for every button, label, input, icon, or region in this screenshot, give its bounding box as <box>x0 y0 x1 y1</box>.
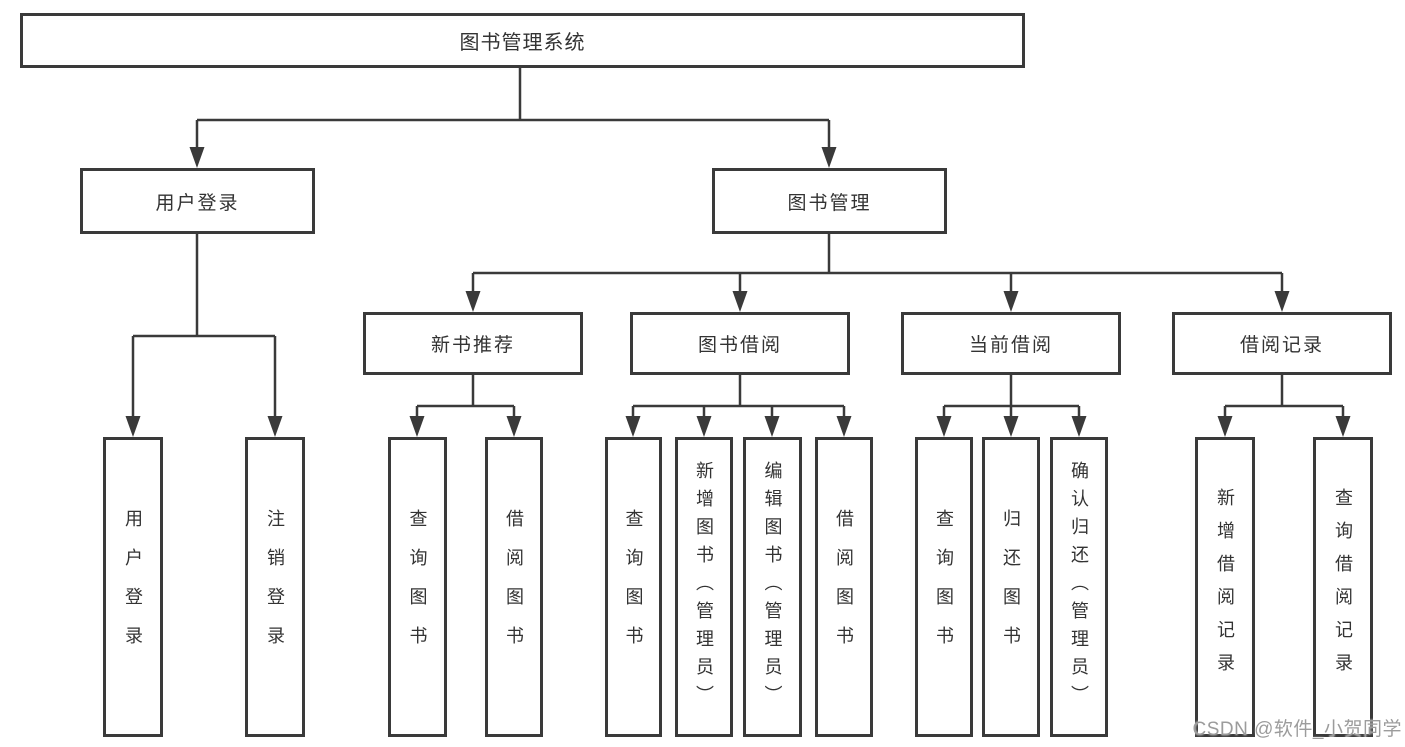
node-new-book-recommendation: 新书推荐 <box>363 312 583 375</box>
connector-lines <box>131 68 1345 419</box>
arrow-into-leaf-borrow-books-1 <box>506 416 522 437</box>
arrow-into-book-borrow <box>732 291 748 312</box>
leaf-user-login: 用户登录 <box>103 437 163 737</box>
node-borrowing-records: 借阅记录 <box>1172 312 1392 375</box>
arrow-into-leaf-borrow-books-2 <box>836 416 852 437</box>
node-label: 图书借阅 <box>697 335 782 356</box>
leaf-add-books-admin: 新增图书（管理员） <box>675 437 733 737</box>
node-label: 查询借阅记录 <box>1333 488 1353 686</box>
node-label: 借阅图书 <box>504 509 524 665</box>
connector-newbooks-to-leaves <box>415 375 516 419</box>
connector-bookmgmt-to-level3 <box>471 234 1284 293</box>
arrow-into-book-management <box>821 147 837 168</box>
leaf-borrow-books-borrowing: 借阅图书 <box>815 437 873 737</box>
connector-bookborrow-to-leaves <box>631 375 846 419</box>
node-user-login: 用户登录 <box>80 168 315 234</box>
node-label: 图书管理系统 <box>459 32 586 54</box>
arrow-into-leaf-confirm-return <box>1071 416 1087 437</box>
arrow-into-leaf-user-login <box>125 416 141 437</box>
node-label: 查询图书 <box>934 509 954 665</box>
node-label: 借阅图书 <box>834 509 854 665</box>
node-label: 图书管理 <box>787 192 872 214</box>
leaf-query-books-current: 查询图书 <box>915 437 973 737</box>
node-label: 确认归还（管理员） <box>1069 461 1089 713</box>
connector-records-to-leaves <box>1223 375 1345 419</box>
node-current-borrowing: 当前借阅 <box>901 312 1121 375</box>
arrow-into-leaf-return-books <box>1003 416 1019 437</box>
node-label: 用户登录 <box>155 192 240 214</box>
node-label: 用户登录 <box>123 509 143 665</box>
arrow-into-user-login <box>189 147 205 168</box>
arrow-into-leaf-add-record <box>1217 416 1233 437</box>
node-label: 借阅记录 <box>1239 335 1324 356</box>
connector-userlogin-to-leaves <box>131 234 277 419</box>
node-label: 查询图书 <box>407 509 428 665</box>
node-label: 新增图书（管理员） <box>694 461 714 713</box>
leaf-query-books-borrowing: 查询图书 <box>605 437 662 737</box>
node-book-borrowing: 图书借阅 <box>630 312 850 375</box>
arrow-into-leaf-add-books <box>696 416 712 437</box>
arrow-into-new-books <box>465 291 481 312</box>
leaf-add-borrow-record: 新增借阅记录 <box>1195 437 1255 737</box>
arrow-into-leaf-query-books-3 <box>936 416 952 437</box>
node-label: 编辑图书（管理员） <box>762 461 783 713</box>
arrowheads <box>125 147 1351 437</box>
node-label: 归还图书 <box>1001 509 1021 665</box>
leaf-edit-books-admin: 编辑图书（管理员） <box>743 437 802 737</box>
leaf-query-borrow-record: 查询借阅记录 <box>1313 437 1373 737</box>
connector-root-to-level2 <box>195 68 831 150</box>
node-label: 注销登录 <box>265 509 285 665</box>
connector-currentborrow-to-leaves <box>942 375 1081 419</box>
node-label: 查询图书 <box>623 509 644 665</box>
leaf-query-books-newbooks: 查询图书 <box>388 437 447 737</box>
arrow-into-leaf-query-books-2 <box>625 416 641 437</box>
arrow-into-leaf-logout <box>267 416 283 437</box>
arrow-into-borrow-records <box>1274 291 1290 312</box>
leaf-return-books: 归还图书 <box>982 437 1040 737</box>
node-label: 新书推荐 <box>430 335 515 356</box>
csdn-watermark: CSDN @软件_小贺同学 <box>1192 719 1402 740</box>
arrow-into-leaf-edit-books <box>764 416 780 437</box>
arrow-into-leaf-query-record <box>1335 416 1351 437</box>
arrow-into-current-borrow <box>1003 291 1019 312</box>
leaf-confirm-return-admin: 确认归还（管理员） <box>1050 437 1108 737</box>
leaf-logout: 注销登录 <box>245 437 305 737</box>
leaf-borrow-books-newbooks: 借阅图书 <box>485 437 543 737</box>
node-library-management-system: 图书管理系统 <box>20 13 1025 68</box>
node-book-management: 图书管理 <box>712 168 947 234</box>
arrow-into-leaf-query-books-1 <box>409 416 425 437</box>
node-label: 新增借阅记录 <box>1215 488 1235 686</box>
node-label: 当前借阅 <box>968 335 1053 356</box>
